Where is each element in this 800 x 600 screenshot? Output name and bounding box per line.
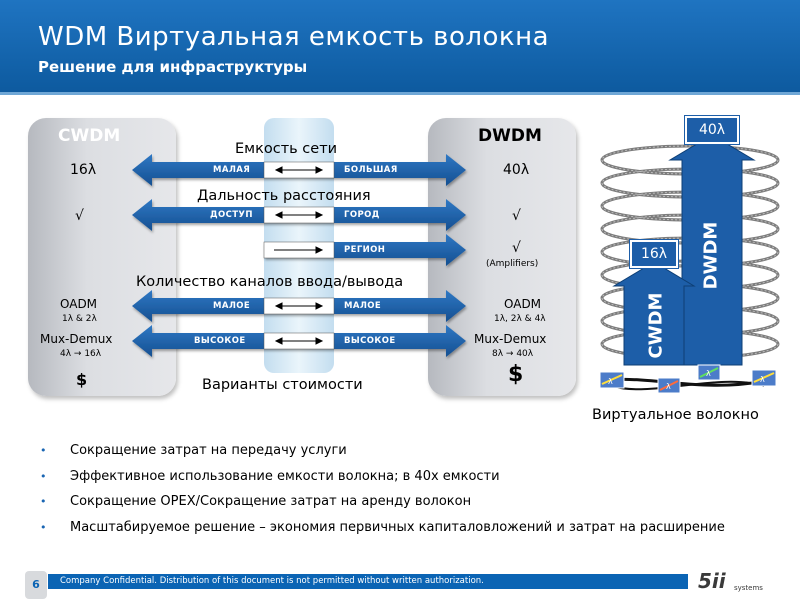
prism-lambda-glyph: λ [608, 377, 613, 386]
dwdm-amplifiers: (Amplifiers) [486, 259, 539, 269]
bullet-icon: • [40, 469, 47, 483]
slide-subtitle: Решение для инфраструктуры [38, 58, 308, 76]
prism-lambda-glyph: λ [760, 375, 765, 384]
cwdm-title: CWDM [58, 126, 121, 146]
list-item: •Масштабируемое решение – экономия перви… [40, 519, 725, 535]
fiber-40-label: 40λ [685, 116, 739, 144]
channels-heading: Количество каналов ввода/вывода [136, 274, 404, 290]
channels-low-right: МАЛОЕ [344, 301, 382, 311]
dwdm-title: DWDM [478, 126, 542, 146]
fiber-cwdm-word: CWDM [645, 292, 667, 359]
confidential-note: Company Confidential. Distribution of th… [60, 576, 484, 586]
page-number: 6 [25, 571, 47, 599]
fiber-16-label: 16λ [630, 240, 678, 268]
bullet-icon: • [40, 444, 47, 457]
cwdm-oadm-sub: 1λ & 2λ [62, 314, 97, 324]
slide-title: WDM Виртуальная емкость волокна [38, 22, 550, 52]
cwdm-cost: $ [76, 370, 88, 389]
capacity-low-label: МАЛАЯ [213, 165, 251, 175]
list-item: •Эффективное использование емкости волок… [40, 468, 500, 484]
capacity-heading: Емкость сети [235, 141, 338, 157]
bullet-icon: • [40, 495, 47, 509]
dwdm-check-distance: √ [512, 208, 521, 224]
benefits-list: •Сокращение затрат на передачу услуги •Э… [40, 442, 760, 544]
list-item: •Сокращение OPEX/Сокращение затрат на ар… [40, 494, 472, 510]
cwdm-mux: Mux-Demux [40, 332, 113, 346]
channels-high-left: ВЫСОКОЕ [194, 336, 246, 346]
virtual-fiber-caption: Виртуальное волокно [592, 407, 759, 423]
company-logo: 5ii systems [698, 569, 763, 593]
header-divider [0, 92, 800, 95]
prism-lambda-glyph: λ [706, 369, 711, 378]
distance-region-label: РЕГИОН [344, 245, 386, 255]
bullet-icon: • [40, 520, 47, 534]
dwdm-oadm-sub: 1λ, 2λ & 4λ [494, 314, 546, 324]
channels-low-left: МАЛОЕ [213, 301, 251, 311]
channels-high-right: ВЫСОКОЕ [344, 336, 396, 346]
fiber-dwdm-word: DWDM [700, 221, 722, 290]
cost-heading: Варианты стоимости [202, 377, 363, 393]
capacity-high-label: БОЛЬШАЯ [344, 165, 398, 175]
distance-heading: Дальность расстояния [197, 188, 371, 204]
cwdm-lambda: 16λ [70, 162, 97, 178]
dwdm-check-region: √ [512, 240, 521, 256]
dwdm-mux: Mux-Demux [474, 332, 547, 346]
prism-lambda-glyph: λ [666, 382, 671, 391]
slide-header: WDM Виртуальная емкость волокна Решение … [0, 0, 800, 92]
footer-bar [48, 574, 688, 589]
distance-access-label: ДОСТУП [210, 210, 253, 220]
slide-footer: 6 Company Confidential. Distribution of … [0, 569, 800, 600]
cwdm-oadm: OADM [60, 297, 98, 311]
list-item: •Сокращение затрат на передачу услуги [40, 443, 347, 458]
distance-city-label: ГОРОД [344, 210, 380, 220]
dwdm-cost: $ [508, 362, 524, 387]
cwdm-mux-sub: 4λ → 16λ [60, 349, 102, 359]
fiber-coil-illustration [599, 134, 780, 394]
cwdm-check: √ [75, 208, 84, 224]
dwdm-lambda: 40λ [503, 162, 530, 178]
dwdm-oadm: OADM [504, 297, 542, 311]
dwdm-mux-sub: 8λ → 40λ [492, 349, 534, 359]
